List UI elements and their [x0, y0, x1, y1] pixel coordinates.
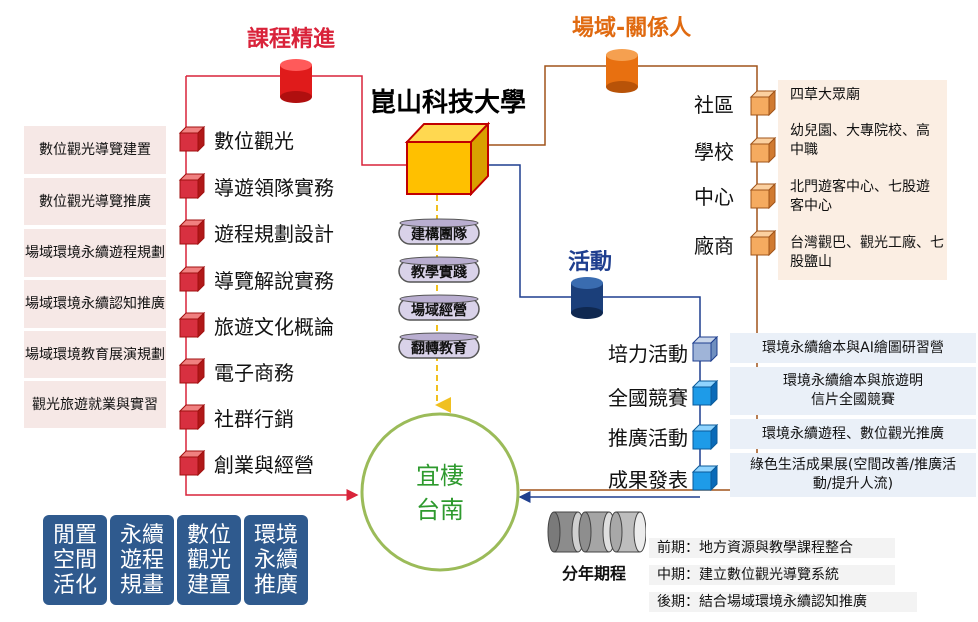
red-cube-icon — [178, 404, 206, 430]
university-title: 崑山科技大學 — [370, 88, 527, 118]
activity-label: 成果發表 — [608, 468, 688, 492]
course-topic-box: 數位觀光導覽推廣 — [24, 178, 166, 225]
activity-label: 全國競賽 — [608, 386, 688, 410]
method-label: 翻轉教育 — [411, 341, 467, 357]
method-label: 教學實踐 — [411, 265, 467, 281]
stakeholders-title: 場域-關係人 — [572, 16, 692, 41]
curriculum-title: 課程精進 — [247, 27, 336, 52]
blue-cube-icon — [691, 465, 719, 491]
activities-title: 活動 — [568, 250, 613, 275]
stakeholder-label: 中心 — [694, 185, 734, 209]
method-pills — [398, 218, 480, 359]
red-cube-icon — [178, 358, 206, 384]
navy-cylinder-icon — [571, 277, 603, 319]
stakeholder-detail: 四草大眾廟 — [780, 86, 940, 105]
red-cube-icon — [178, 312, 206, 338]
stakeholder-label: 廠商 — [694, 234, 734, 258]
red-cube-icon — [178, 173, 206, 199]
course-name: 社群行銷 — [214, 407, 294, 431]
orange-cube-icon — [749, 230, 777, 256]
course-name: 電子商務 — [214, 361, 294, 385]
course-topic-box: 數位觀光導覽建置 — [24, 126, 166, 174]
target-circle — [360, 412, 520, 572]
activity-detail: 環境永續繪本與AI繪圖研習營 — [730, 333, 976, 363]
stakeholder-detail: 幼兒園、大專院校、高中職 — [780, 122, 942, 160]
course-topic-box: 場域環境教育展演規劃 — [24, 331, 166, 378]
red-cube-icon — [178, 219, 206, 245]
course-topic-box: 場域環境永續認知推廣 — [24, 280, 166, 328]
course-name: 遊程規劃設計 — [214, 222, 334, 246]
blue-cube-icon — [691, 424, 719, 450]
stakeholder-label: 社區 — [694, 93, 734, 117]
stakeholder-detail: 台灣觀巴、觀光工廠、七股鹽山 — [780, 234, 946, 272]
center-label-line2: 台南 — [416, 496, 464, 524]
goal-box: 數位觀光建置 — [177, 515, 241, 605]
course-name: 創業與經營 — [214, 453, 314, 477]
gold-cube-icon — [404, 121, 490, 196]
course-name: 導覽解說實務 — [214, 269, 334, 293]
goal-box: 環境永續推廣 — [244, 515, 308, 605]
orange-cylinder-icon — [606, 49, 638, 93]
stakeholder-label: 學校 — [694, 140, 734, 164]
center-label-line1: 宜棲 — [416, 462, 464, 490]
goal-box: 閒置空間活化 — [43, 515, 107, 605]
course-name: 旅遊文化概論 — [214, 315, 334, 339]
method-label: 場域經營 — [411, 303, 467, 319]
phase-item: 前期：地方資源與教學課程整合 — [649, 538, 895, 558]
blue-cube-icon — [691, 336, 719, 362]
activity-detail: 環境永續遊程、數位觀光推廣 — [730, 419, 976, 449]
red-cube-icon — [178, 266, 206, 292]
blue-cube-icon — [691, 380, 719, 406]
orange-cube-icon — [749, 183, 777, 209]
activity-label: 推廣活動 — [608, 426, 688, 450]
method-label: 建構團隊 — [411, 227, 467, 243]
activity-detail: 綠色生活成果展(空間改善/推廣活動/提升人流) — [730, 453, 976, 497]
red-cube-icon — [178, 450, 206, 476]
activity-detail: 環境永續繪本與旅遊明信片全國競賽 — [730, 367, 976, 415]
course-name: 導遊領隊實務 — [214, 176, 334, 200]
red-cylinder-icon — [280, 59, 312, 103]
phase-cylinders-icon — [547, 511, 646, 553]
activity-label: 培力活動 — [608, 342, 688, 366]
orange-cube-icon — [749, 137, 777, 163]
goal-box: 永續遊程規畫 — [110, 515, 174, 605]
course-topic-box: 場域環境永續遊程規劃 — [24, 229, 166, 277]
red-cube-icon — [178, 126, 206, 152]
course-name: 數位觀光 — [214, 129, 294, 153]
phases-label: 分年期程 — [562, 564, 627, 583]
stakeholder-detail: 北門遊客中心、七股遊客中心 — [780, 178, 942, 216]
phase-item: 中期：建立數位觀光導覽系統 — [649, 565, 895, 585]
orange-cube-icon — [749, 90, 777, 116]
course-topic-box: 觀光旅遊就業與實習 — [24, 381, 166, 428]
phase-item: 後期：結合場域環境永續認知推廣 — [649, 592, 917, 612]
